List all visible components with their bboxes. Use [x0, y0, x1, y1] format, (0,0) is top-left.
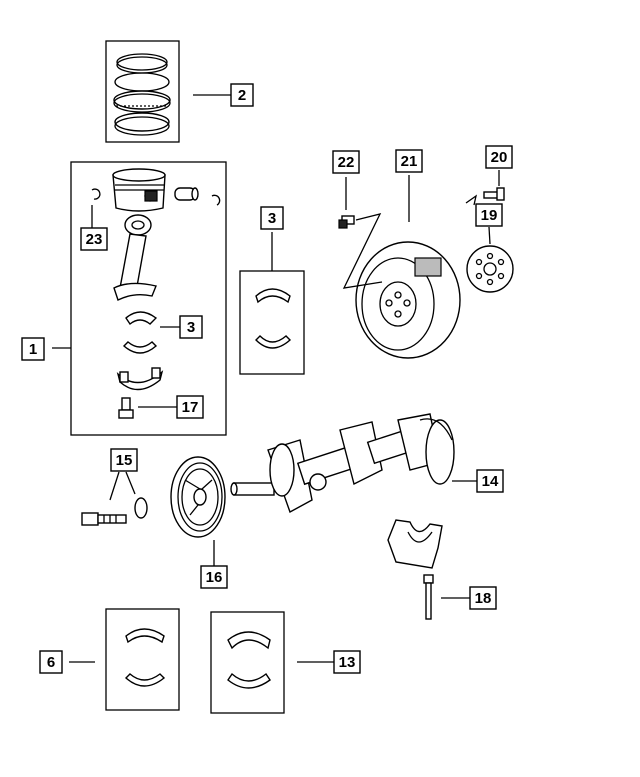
callout-16-label: 16 — [206, 569, 223, 586]
callout-20: 20 — [485, 145, 513, 169]
leader-line — [125, 471, 136, 495]
crankshaft[interactable] — [230, 413, 455, 514]
crankshaft-bearing-box-b — [210, 611, 285, 714]
main-cap-bolt[interactable] — [423, 574, 434, 620]
callout-21-label: 21 — [401, 153, 418, 170]
leader-line — [488, 226, 491, 245]
piston-pin[interactable] — [174, 187, 199, 201]
callout-22-label: 22 — [338, 154, 355, 171]
callout-3-rod-bearing: 3 — [179, 315, 203, 339]
callout-6: 6 — [39, 650, 63, 674]
callout-23-label: 23 — [86, 231, 103, 248]
thrust-bearing-lower[interactable] — [227, 672, 271, 689]
callout-2: 2 — [230, 83, 254, 107]
callout-22: 22 — [332, 150, 360, 174]
callout-16: 16 — [200, 565, 228, 589]
leader-line — [109, 471, 120, 501]
callout-3a-label: 3 — [187, 319, 195, 336]
pulley-bolt[interactable] — [81, 512, 127, 526]
rod-cap[interactable] — [116, 367, 164, 391]
callout-19-label: 19 — [481, 207, 498, 224]
callout-19: 19 — [475, 203, 503, 227]
callout-18-label: 18 — [475, 590, 492, 607]
main-bearing-upper-a[interactable] — [125, 628, 165, 644]
callout-15: 15 — [110, 448, 138, 472]
callout-14-label: 14 — [482, 473, 499, 490]
callout-3b-label: 3 — [268, 210, 276, 227]
pulley-washer[interactable] — [134, 497, 148, 519]
callout-23: 23 — [80, 227, 108, 251]
vibration-damper[interactable] — [355, 241, 461, 359]
rod-bolt[interactable] — [118, 397, 134, 419]
callout-2-label: 2 — [238, 87, 246, 104]
assembly-guide-line — [342, 213, 383, 289]
callout-1-label: 1 — [29, 341, 37, 358]
callout-21: 21 — [395, 149, 423, 173]
main-bearing-cap[interactable] — [387, 519, 443, 569]
crankshaft-pulley[interactable] — [170, 456, 226, 538]
flex-plate[interactable] — [466, 245, 514, 293]
callout-18: 18 — [469, 586, 497, 610]
callout-17: 17 — [176, 395, 204, 419]
damper-bolt[interactable] — [338, 215, 355, 229]
main-bearing-box — [239, 270, 305, 375]
callout-1: 1 — [21, 337, 45, 361]
rod-bearing-upper[interactable] — [125, 311, 158, 326]
leader-line — [465, 194, 477, 206]
connecting-rod[interactable] — [113, 214, 157, 301]
main-bearing-lower-a[interactable] — [124, 673, 166, 687]
callout-17-label: 17 — [182, 399, 199, 416]
bearing-shell-upper[interactable] — [255, 288, 291, 304]
piston[interactable] — [112, 168, 166, 212]
callout-13-label: 13 — [339, 654, 356, 671]
callout-15-label: 15 — [116, 452, 133, 469]
rod-bearing-lower[interactable] — [122, 341, 158, 354]
piston-ring-set[interactable] — [105, 40, 180, 143]
piston-rod-assembly-box — [70, 161, 227, 436]
flex-plate-bolt[interactable] — [483, 187, 505, 201]
pin-retainer-clip-right[interactable] — [211, 194, 221, 206]
callout-13: 13 — [333, 650, 361, 674]
callout-3-main-bearing: 3 — [260, 206, 284, 230]
thrust-bearing-upper[interactable] — [227, 631, 271, 650]
callout-6-label: 6 — [47, 654, 55, 671]
callout-20-label: 20 — [491, 149, 508, 166]
callout-14: 14 — [476, 469, 504, 493]
bearing-shell-lower[interactable] — [255, 335, 292, 349]
pin-retainer-clip-left[interactable] — [91, 188, 101, 200]
crankshaft-bearing-box-a — [105, 608, 180, 711]
